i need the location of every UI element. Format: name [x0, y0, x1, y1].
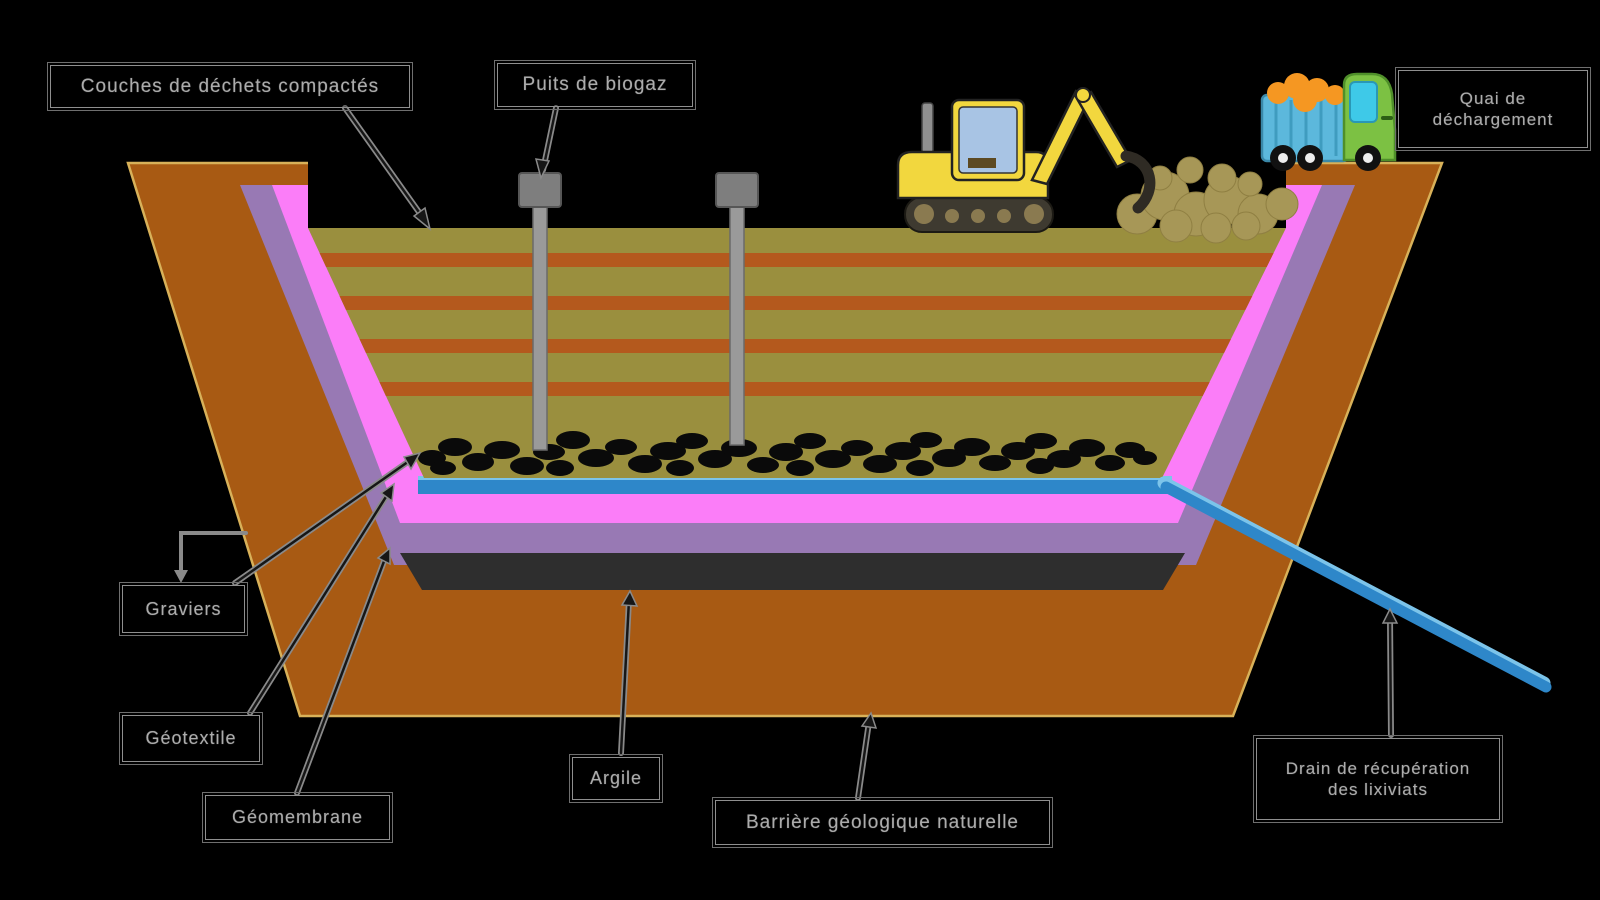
label-geotextile: Géotextile	[119, 712, 263, 765]
truck-wheels	[1270, 145, 1381, 171]
arrow-graviers	[232, 451, 422, 586]
label-geomembrane-text: Géomembrane	[231, 807, 364, 828]
drain-pipe-horizontal	[418, 476, 1172, 494]
label-clay-text: Argile	[589, 768, 643, 789]
label-leachate-drain-line2: des lixiviats	[1328, 780, 1428, 799]
label-unloading-dock-line2: déchargement	[1432, 110, 1554, 129]
label-connectors	[174, 105, 1399, 801]
label-geomembrane: Géomembrane	[202, 792, 393, 843]
clay-layer	[400, 553, 1185, 590]
label-unloading-dock-line1: Quai de	[1459, 88, 1527, 108]
dust-cloud	[1116, 156, 1299, 244]
label-leachate-drain-line1: Drain de récupération	[1285, 758, 1471, 778]
label-biogas-well: Puits de biogaz	[494, 60, 696, 110]
arrow-drain	[1381, 607, 1399, 738]
label-waste-layers-text: Couches de déchets compactés	[80, 75, 380, 97]
label-waste-layers: Couches de déchets compactés	[47, 62, 413, 111]
arrow-puits	[534, 105, 559, 181]
arrow-geotextile	[247, 482, 395, 716]
drain-pipe-diagonal	[1157, 476, 1552, 693]
arrow-couches	[342, 105, 432, 231]
label-gravel-text: Graviers	[145, 598, 222, 619]
arrow-geomembrane	[294, 546, 391, 796]
label-unloading-dock: Quai de déchargement	[1395, 67, 1591, 151]
label-geotextile-text: Géotextile	[145, 728, 237, 749]
arrow-barriere	[855, 711, 878, 801]
waste-stripes	[308, 253, 1286, 396]
truck-load	[1267, 73, 1345, 112]
biogas-well-right	[715, 172, 759, 446]
gravel-dots	[418, 431, 1157, 476]
elbow-graviers	[174, 531, 248, 583]
label-gravel: Graviers	[119, 582, 248, 636]
arrow-argile	[618, 589, 639, 756]
background-mask	[308, 0, 1286, 228]
label-biogas-well-text: Puits de biogaz	[522, 74, 668, 96]
label-clay: Argile	[569, 754, 663, 803]
excavator	[896, 87, 1156, 233]
biogas-well-left	[518, 172, 562, 451]
dump-truck	[1260, 72, 1397, 171]
label-leachate-drain: Drain de récupération des lixiviats	[1253, 735, 1503, 823]
label-geological-barrier-text: Barrière géologique naturelle	[746, 811, 1019, 833]
label-geological-barrier: Barrière géologique naturelle	[712, 797, 1053, 848]
